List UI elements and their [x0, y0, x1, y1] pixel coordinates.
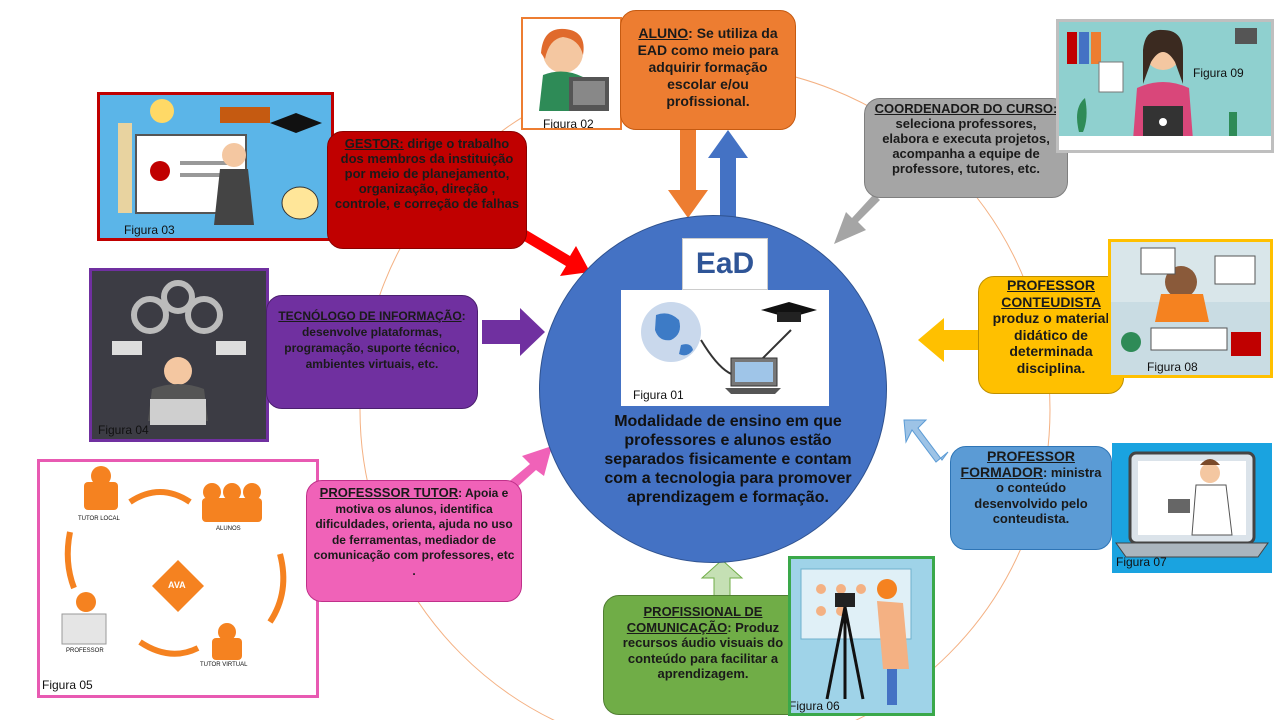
arrow-conteudista: [918, 318, 980, 362]
camera-operator-illustration: [800, 568, 912, 705]
figure-02-label: Figura 02: [543, 117, 594, 130]
figure-08-image: Figura 08: [1108, 239, 1273, 378]
tutor-heading: PROFESSSOR TUTOR: [319, 485, 459, 500]
ead-logo-text: EaD: [695, 247, 755, 280]
tecnologo-text: : desenvolve plataformas, programação, s…: [284, 309, 466, 371]
arrow-gestor: [514, 225, 590, 276]
arrow-tutor: [506, 446, 552, 490]
arrow-coordenador: [834, 194, 880, 244]
coordenador-text: seleciona professores, elabora e executa…: [882, 116, 1050, 176]
figure-05-image: TUTOR LOCAL ALUNOS AVA PROFESSOR TUTOR V…: [37, 459, 319, 698]
figure-07-image: Figura 07: [1112, 443, 1272, 573]
tecnologo-box: TECNÓLOGO DE INFORMAÇÃO: desenvolve plat…: [266, 295, 478, 409]
conteudista-box: PROFESSOR CONTEUDISTA produz o material …: [978, 276, 1124, 394]
coordenador-heading: COORDENADOR DO CURSO:: [874, 101, 1058, 116]
figure-07-label: Figura 07: [1116, 555, 1167, 569]
arrow-comunicacao: [700, 559, 744, 597]
alunos-label: ALUNOS: [216, 526, 241, 532]
arrow-formador: [903, 419, 949, 463]
figure-05-label: Figura 05: [42, 678, 93, 692]
tecnologo-heading: TECNÓLOGO DE INFORMAÇÃO: [278, 309, 462, 323]
figure-09-image: Figura 09: [1056, 19, 1274, 153]
arrow-aluno-up: [708, 130, 748, 218]
figure-01-image: Figura 01: [621, 290, 829, 406]
figure-01-label: Figura 01: [633, 388, 684, 402]
teacher-laptop-illustration: [1115, 451, 1269, 558]
professor-label: PROFESSOR: [66, 648, 104, 654]
figure-03-image: Figura 03: [97, 92, 334, 241]
figure-02-image: Figura 02: [521, 17, 622, 130]
figure-06-image: Figura 06: [788, 556, 935, 716]
tutor-text: : Apoia e motiva os alunos, identifica d…: [313, 486, 515, 578]
student-headset-illustration: [539, 28, 609, 111]
tutor-virtual-label: TUTOR VIRTUAL: [200, 662, 248, 668]
formador-heading: PROFESSOR FORMADOR: [960, 448, 1075, 480]
gestor-text: dirige o trabalho dos membros da institu…: [334, 136, 520, 211]
figure-04-label: Figura 04: [98, 423, 149, 437]
coordinator-office-illustration: [1059, 28, 1271, 150]
center-description: Modalidade de ensino em que professores …: [604, 413, 852, 506]
comunicacao-heading: PROFISSIONAL DE COMUNICAÇÃO: [626, 604, 763, 635]
ead-logo: EaD: [682, 238, 768, 290]
manager-presentation-illustration: [118, 99, 322, 225]
aluno-box: ALUNO: Se utiliza da EAD como meio para …: [620, 10, 796, 130]
arrow-aluno-down: [668, 130, 708, 218]
coordenador-box: COORDENADOR DO CURSO: seleciona professo…: [864, 98, 1068, 198]
comunicacao-text: : Produz recursos áudio visuais do conte…: [622, 619, 784, 682]
gestor-heading: GESTOR:: [344, 136, 404, 151]
content-writer-desk-illustration: [1111, 247, 1270, 375]
arrow-tecnologo: [482, 308, 545, 356]
tutor-box: PROFESSSOR TUTOR: Apoia e motiva os alun…: [306, 480, 522, 602]
formador-text: : ministra o conteúdo desenvolvido pelo …: [974, 464, 1102, 527]
conteudista-text: produz o material didático de determinad…: [992, 310, 1110, 376]
figure-09-label: Figura 09: [1193, 66, 1244, 80]
tutor-local-label: TUTOR LOCAL: [78, 516, 120, 522]
figure-08-label: Figura 08: [1147, 360, 1198, 374]
figure-06-label: Figura 06: [789, 699, 840, 713]
it-technologist-illustration: [112, 280, 246, 425]
aluno-heading: ALUNO: [638, 25, 689, 41]
comunicacao-box: PROFISSIONAL DE COMUNICAÇÃO: Produz recu…: [603, 595, 803, 715]
gestor-box: GESTOR: dirige o trabalho dos membros da…: [327, 131, 527, 249]
formador-box: PROFESSOR FORMADOR: ministra o conteúdo …: [950, 446, 1112, 550]
ava-label: AVA: [168, 580, 186, 590]
globe-network-illustration: [641, 302, 817, 394]
aluno-text: : Se utiliza da EAD como meio para adqui…: [637, 25, 779, 109]
conteudista-heading: PROFESSOR CONTEUDISTA: [1001, 277, 1101, 310]
figure-03-label: Figura 03: [124, 223, 175, 237]
figure-04-image: Figura 04: [89, 268, 269, 442]
tutoring-cycle-diagram: [61, 466, 287, 660]
